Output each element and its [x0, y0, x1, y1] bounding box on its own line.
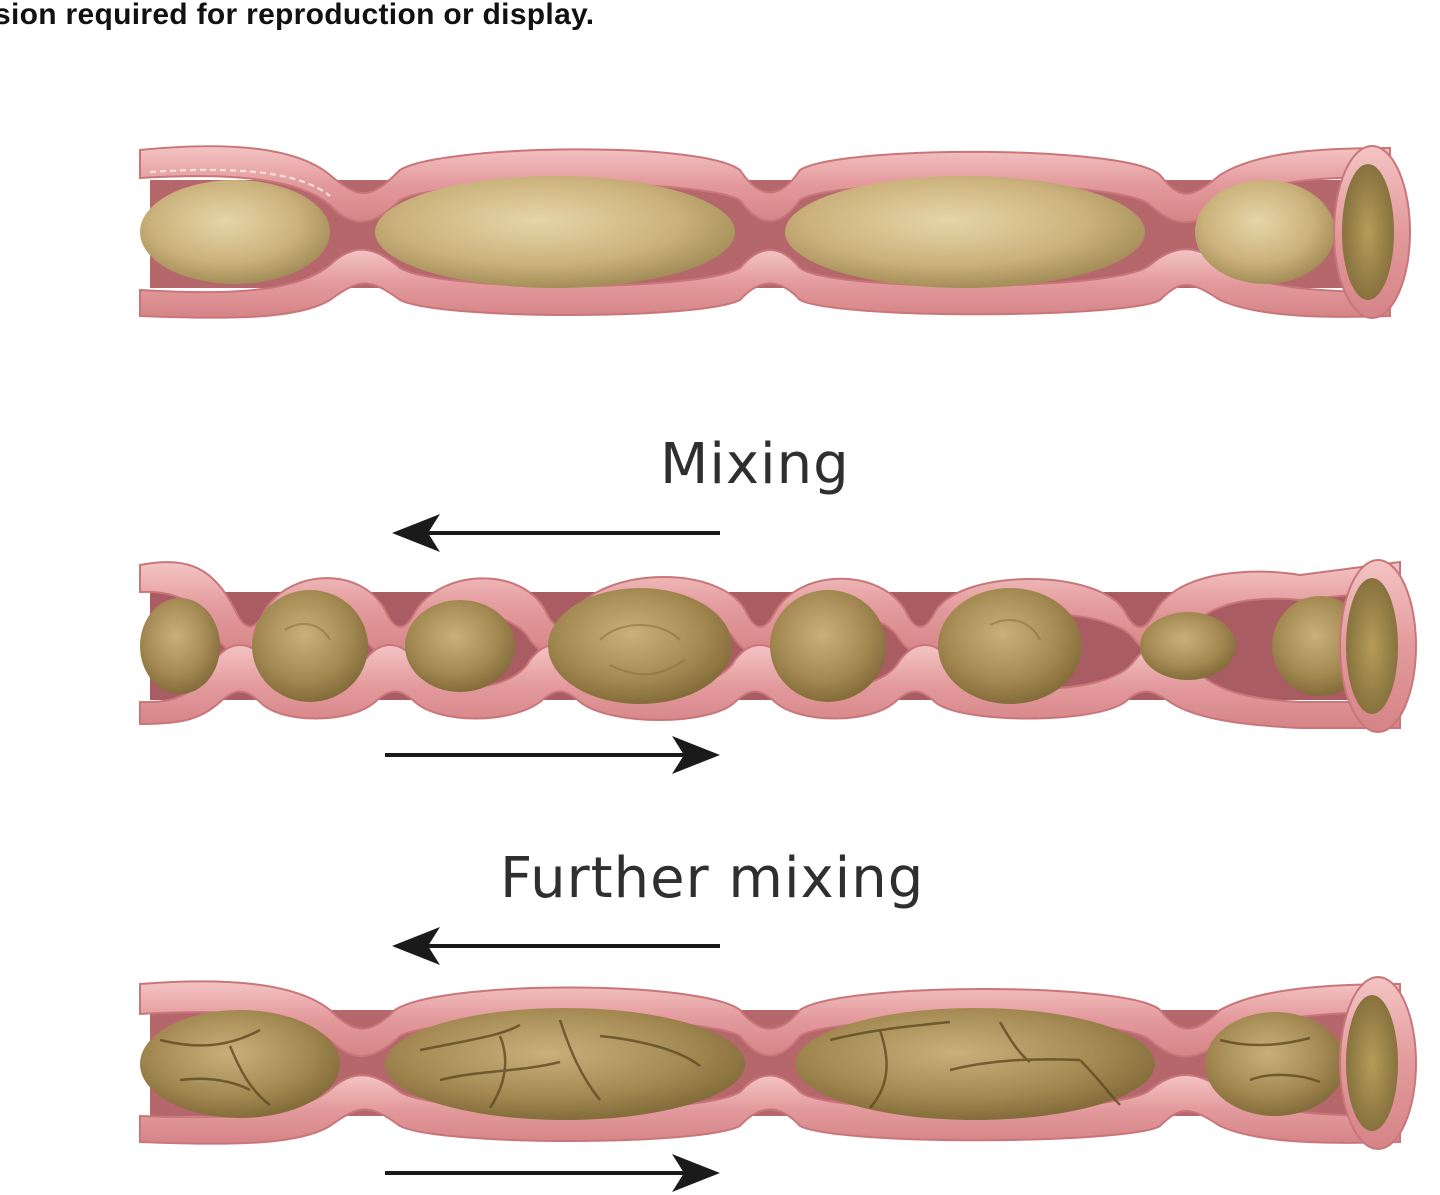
intestine-segment-top [139, 145, 1411, 319]
intestine-segment-bottom [139, 976, 1417, 1150]
arrow-right-icon [385, 1154, 720, 1192]
copyright-notice: sion required for reproduction or displa… [0, 0, 595, 31]
intestine-segment-middle [139, 559, 1417, 733]
arrow-right-icon [385, 736, 720, 774]
arrow-left-icon [392, 927, 720, 965]
further-mixing-label: Further mixing [500, 846, 925, 911]
arrow-left-icon [392, 514, 720, 552]
mixing-label: Mixing [660, 432, 850, 497]
